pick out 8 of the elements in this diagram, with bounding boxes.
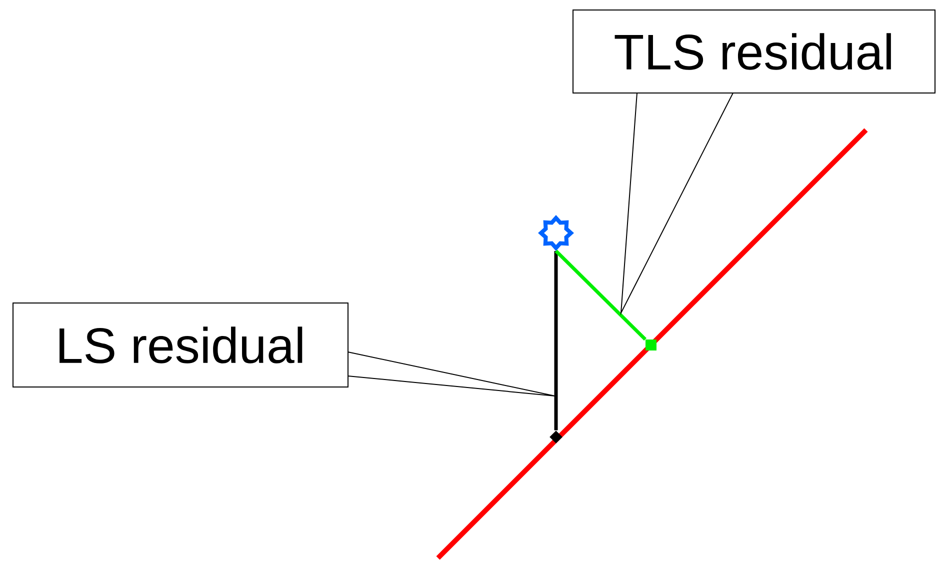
foot-point-marker: [550, 430, 562, 444]
leader-line: [620, 92, 734, 316]
residual-line: [554, 250, 647, 341]
callout-box: LS residual: [12, 302, 348, 388]
residual-line: [554, 250, 558, 430]
leader-line: [348, 352, 556, 396]
callout-box: TLS residual: [572, 10, 936, 94]
foot-point-marker: [646, 340, 656, 350]
